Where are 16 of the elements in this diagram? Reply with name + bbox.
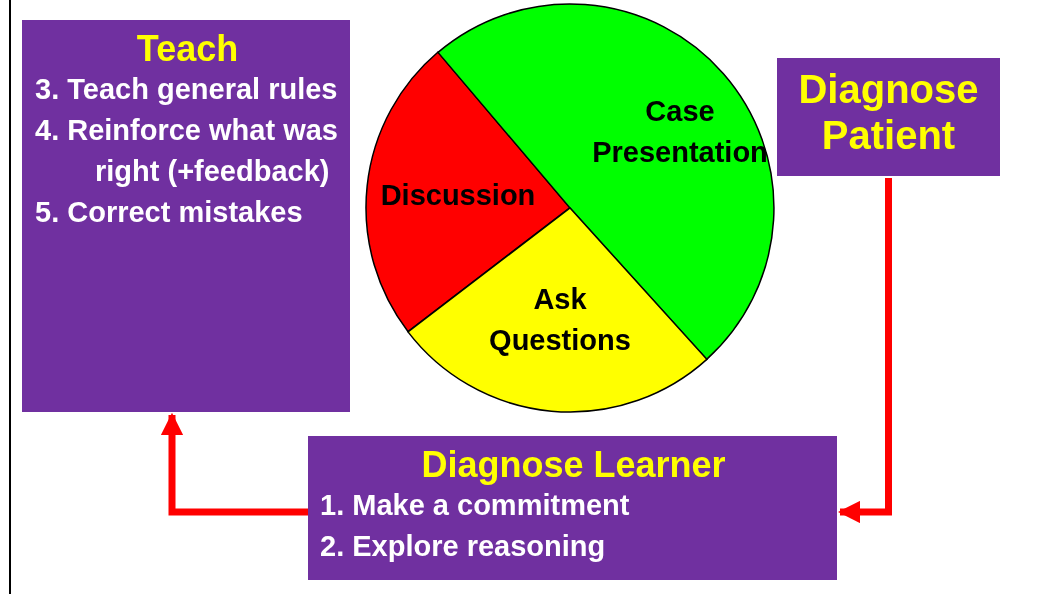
slice-label: Ask Questions <box>488 282 632 358</box>
list-item: 1. Make a commitment <box>320 488 631 524</box>
diagnose-box <box>777 58 1000 176</box>
box-title: Diagnose Patient <box>797 66 980 158</box>
slice-label: Case Presentation <box>592 94 768 170</box>
list-item: 2. Explore reasoning <box>320 529 607 565</box>
box-title: Diagnose Learner <box>420 444 727 486</box>
arrow <box>160 412 308 516</box>
list-item: 4. Reinforce what was right (+feedback) <box>35 113 339 190</box>
list-item: 3. Teach general rules <box>35 72 339 108</box>
teach-box <box>22 20 350 412</box>
list-item: 5. Correct mistakes <box>35 195 304 231</box>
box-title: Teach <box>135 28 240 70</box>
diagnose-box <box>308 436 837 580</box>
arrow <box>837 178 892 524</box>
slice-label: Discussion <box>380 177 536 213</box>
